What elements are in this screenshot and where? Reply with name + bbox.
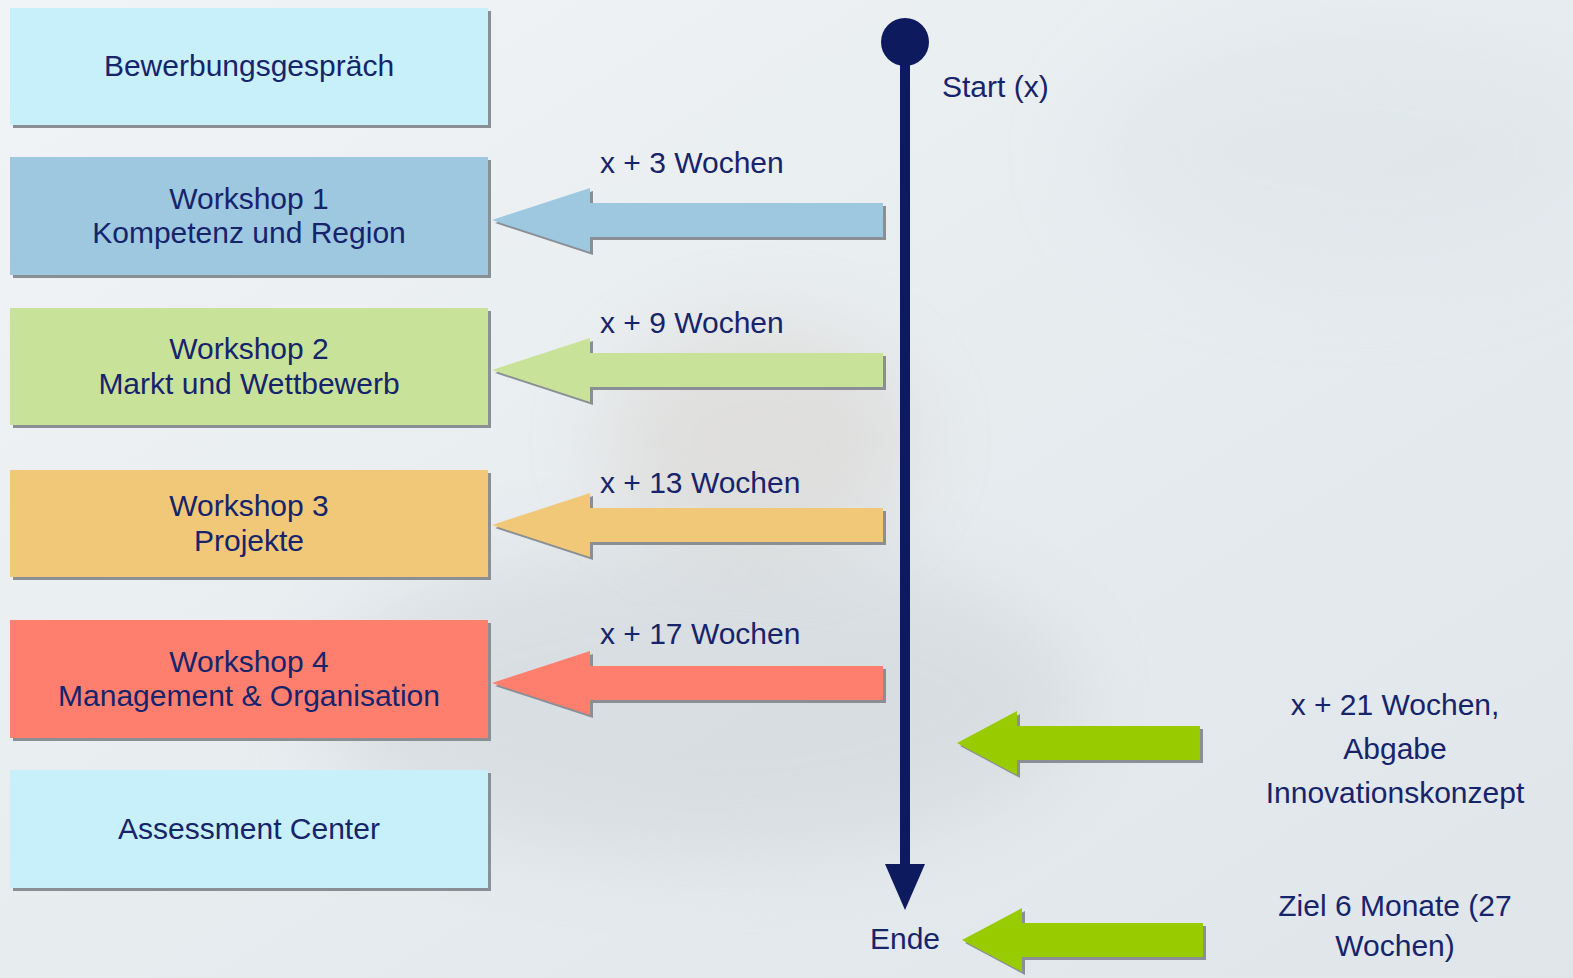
timeline-arrowhead xyxy=(885,864,925,910)
timeline-start-dot xyxy=(881,18,929,66)
block-arrow xyxy=(492,493,886,560)
block-arrow xyxy=(492,188,886,255)
milestone-label: Ziel 6 Monate (27 Wochen) xyxy=(1275,886,1515,966)
process-box: Workshop 4Management & Organisation xyxy=(10,620,488,738)
milestone-label: x + 21 Wochen, Abgabe Innovationskonzept xyxy=(1245,683,1545,815)
box-text: Workshop 4 xyxy=(169,645,329,680)
milestone-label: x + 17 Wochen xyxy=(600,617,880,652)
box-text: Workshop 3 xyxy=(169,489,329,524)
block-arrow xyxy=(492,651,886,718)
box-text: Workshop 1 xyxy=(169,182,329,217)
process-box: Workshop 2Markt und Wettbewerb xyxy=(10,308,488,425)
block-arrow xyxy=(492,338,886,405)
box-text: Projekte xyxy=(194,524,304,559)
milestone-arrow xyxy=(957,711,1203,778)
timeline-label: Ende xyxy=(845,922,965,957)
timeline-label: Start (x) xyxy=(942,70,1182,105)
process-box: Bewerbungsgespräch xyxy=(10,8,488,125)
milestone-arrow xyxy=(962,908,1206,975)
box-text: Markt und Wettbewerb xyxy=(98,367,399,402)
process-box: Workshop 3Projekte xyxy=(10,470,488,577)
box-text: Assessment Center xyxy=(118,812,380,847)
box-text: Management & Organisation xyxy=(58,679,440,714)
process-box: Assessment Center xyxy=(10,770,488,888)
background-shade xyxy=(1090,20,1573,280)
box-text: Workshop 2 xyxy=(169,332,329,367)
box-text: Kompetenz und Region xyxy=(92,216,406,251)
process-box: Workshop 1Kompetenz und Region xyxy=(10,157,488,275)
box-text: Bewerbungsgespräch xyxy=(104,49,394,84)
milestone-label: x + 3 Wochen xyxy=(600,146,880,181)
milestone-label: x + 9 Wochen xyxy=(600,306,880,341)
milestone-label: x + 13 Wochen xyxy=(600,466,880,501)
timeline-line xyxy=(900,42,910,872)
